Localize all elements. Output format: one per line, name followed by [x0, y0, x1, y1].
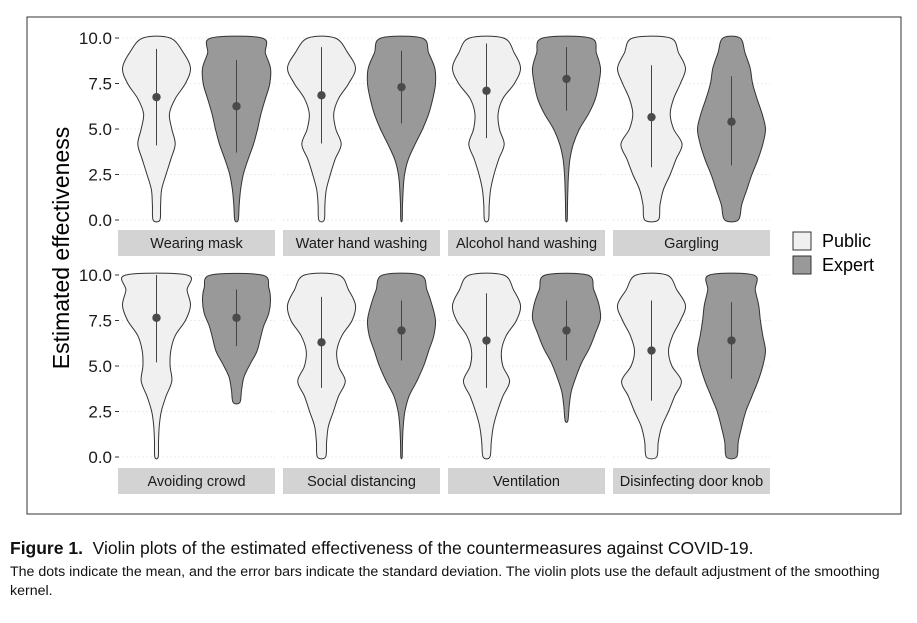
facet-strip — [448, 230, 605, 256]
y-axis-title: Estimated effectiveness — [48, 127, 74, 369]
public-mean-point — [647, 346, 656, 355]
facet-strip-label: Ventilation — [493, 474, 560, 490]
facet-strip-label: Disinfecting door knob — [620, 474, 763, 490]
public-mean-point — [317, 338, 326, 347]
facet-strip — [283, 230, 440, 256]
expert-mean-point — [397, 82, 406, 92]
y-tick-label: 10.0 — [79, 29, 112, 48]
y-tick-label: 10.0 — [79, 266, 112, 285]
legend-label: Public — [822, 231, 871, 251]
caption-body: The dots indicate the mean, and the erro… — [10, 564, 880, 599]
expert-mean-point — [727, 117, 736, 126]
facet-strip — [613, 230, 770, 256]
public-mean-point — [317, 91, 326, 100]
public-mean-point — [152, 313, 161, 322]
caption-title: Violin plots of the estimated effectiven… — [92, 538, 754, 558]
facet-panel: Avoiding crowd — [118, 272, 275, 494]
facet-strip-label: Gargling — [664, 236, 719, 252]
figure-label: Figure 1. — [10, 538, 83, 558]
public-mean-point — [647, 112, 656, 122]
public-mean-point — [482, 336, 491, 345]
public-mean-point — [482, 86, 491, 95]
facet-panel: Disinfecting door knob — [613, 272, 770, 494]
facet-panel: Ventilation — [448, 272, 605, 494]
facet-panel: Water hand washing — [283, 35, 440, 256]
public-violin — [121, 272, 192, 460]
facet-strip-label: Water hand washing — [296, 236, 428, 252]
facet-panels: Wearing mask Water hand washing Alcohol ha… — [79, 29, 770, 494]
expert-mean-point — [397, 326, 406, 335]
facet-strip — [448, 468, 605, 494]
expert-mean-point — [232, 313, 241, 322]
y-tick-label: 2.5 — [88, 403, 112, 422]
facet-panel: Social distancing — [283, 272, 440, 494]
facet-strip-label: Social distancing — [307, 474, 416, 490]
y-tick-label: 5.0 — [88, 120, 112, 139]
facet-panel: Wearing mask — [118, 35, 275, 256]
expert-mean-point — [232, 102, 241, 111]
expert-violin — [531, 35, 602, 223]
expert-violin — [366, 35, 437, 223]
caption-title-line: Figure 1. Violin plots of the estimated … — [10, 538, 910, 559]
expert-mean-point — [562, 326, 571, 335]
violin-figure: Estimated effectiveness Wearing mask Wate… — [26, 16, 902, 515]
facet-strip — [613, 468, 770, 494]
facet-strip — [118, 230, 275, 256]
y-tick-label: 0.0 — [88, 448, 112, 467]
public-mean-point — [152, 92, 161, 102]
facet-strip-label: Avoiding crowd — [147, 474, 245, 490]
legend-key — [792, 231, 812, 251]
y-tick-label: 0.0 — [88, 211, 112, 230]
legend-label: Expert — [822, 255, 874, 275]
expert-mean-point — [562, 74, 571, 84]
facet-strip-label: Alcohol hand washing — [456, 236, 597, 252]
facet-strip — [283, 468, 440, 494]
figure-caption: Figure 1. Violin plots of the estimated … — [10, 538, 910, 601]
facet-panel: Gargling — [613, 35, 770, 256]
y-tick-label: 7.5 — [88, 312, 112, 331]
legend-key — [792, 255, 812, 275]
y-tick-label: 7.5 — [88, 75, 112, 94]
facet-strip-label: Wearing mask — [150, 236, 243, 252]
y-tick-label: 5.0 — [88, 357, 112, 376]
facet-panel: Alcohol hand washing — [448, 35, 605, 256]
expert-mean-point — [727, 336, 736, 345]
facet-strip — [118, 468, 275, 494]
expert-violin — [366, 272, 437, 460]
y-tick-label: 2.5 — [88, 166, 112, 185]
